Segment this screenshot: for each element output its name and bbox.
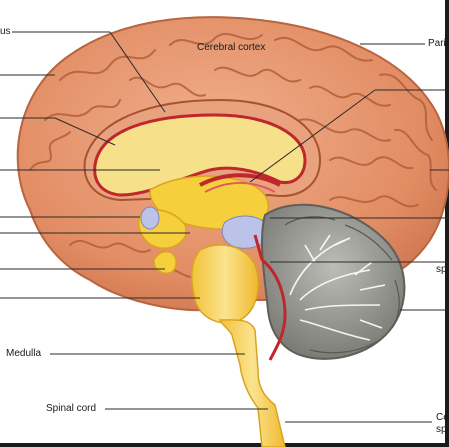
label-top-left: us	[0, 26, 11, 37]
gyri-texture	[29, 32, 437, 279]
pituitary	[153, 250, 177, 274]
medulla-stem	[218, 319, 286, 447]
corpus-callosum	[93, 113, 307, 197]
leader-line	[54, 117, 116, 146]
label-spinal-cord: Spinal cord	[46, 403, 97, 414]
optic-chiasm	[140, 206, 160, 230]
label-medulla: Medulla	[6, 348, 42, 359]
cerebellum	[260, 203, 406, 360]
label-cerebral-cortex: Cerebral cortex	[197, 42, 266, 53]
pons	[190, 244, 259, 324]
label-central-canal-2: sp	[436, 424, 447, 435]
leader-line	[249, 89, 376, 183]
fourth-ventricle	[261, 258, 287, 361]
fornix	[199, 173, 281, 187]
leader-line	[109, 31, 166, 113]
label-parietal: Parie	[428, 38, 449, 49]
leader-lines	[0, 31, 449, 423]
label-central-canal-1: Ce	[436, 412, 449, 423]
label-right-lower: sp	[436, 264, 447, 275]
